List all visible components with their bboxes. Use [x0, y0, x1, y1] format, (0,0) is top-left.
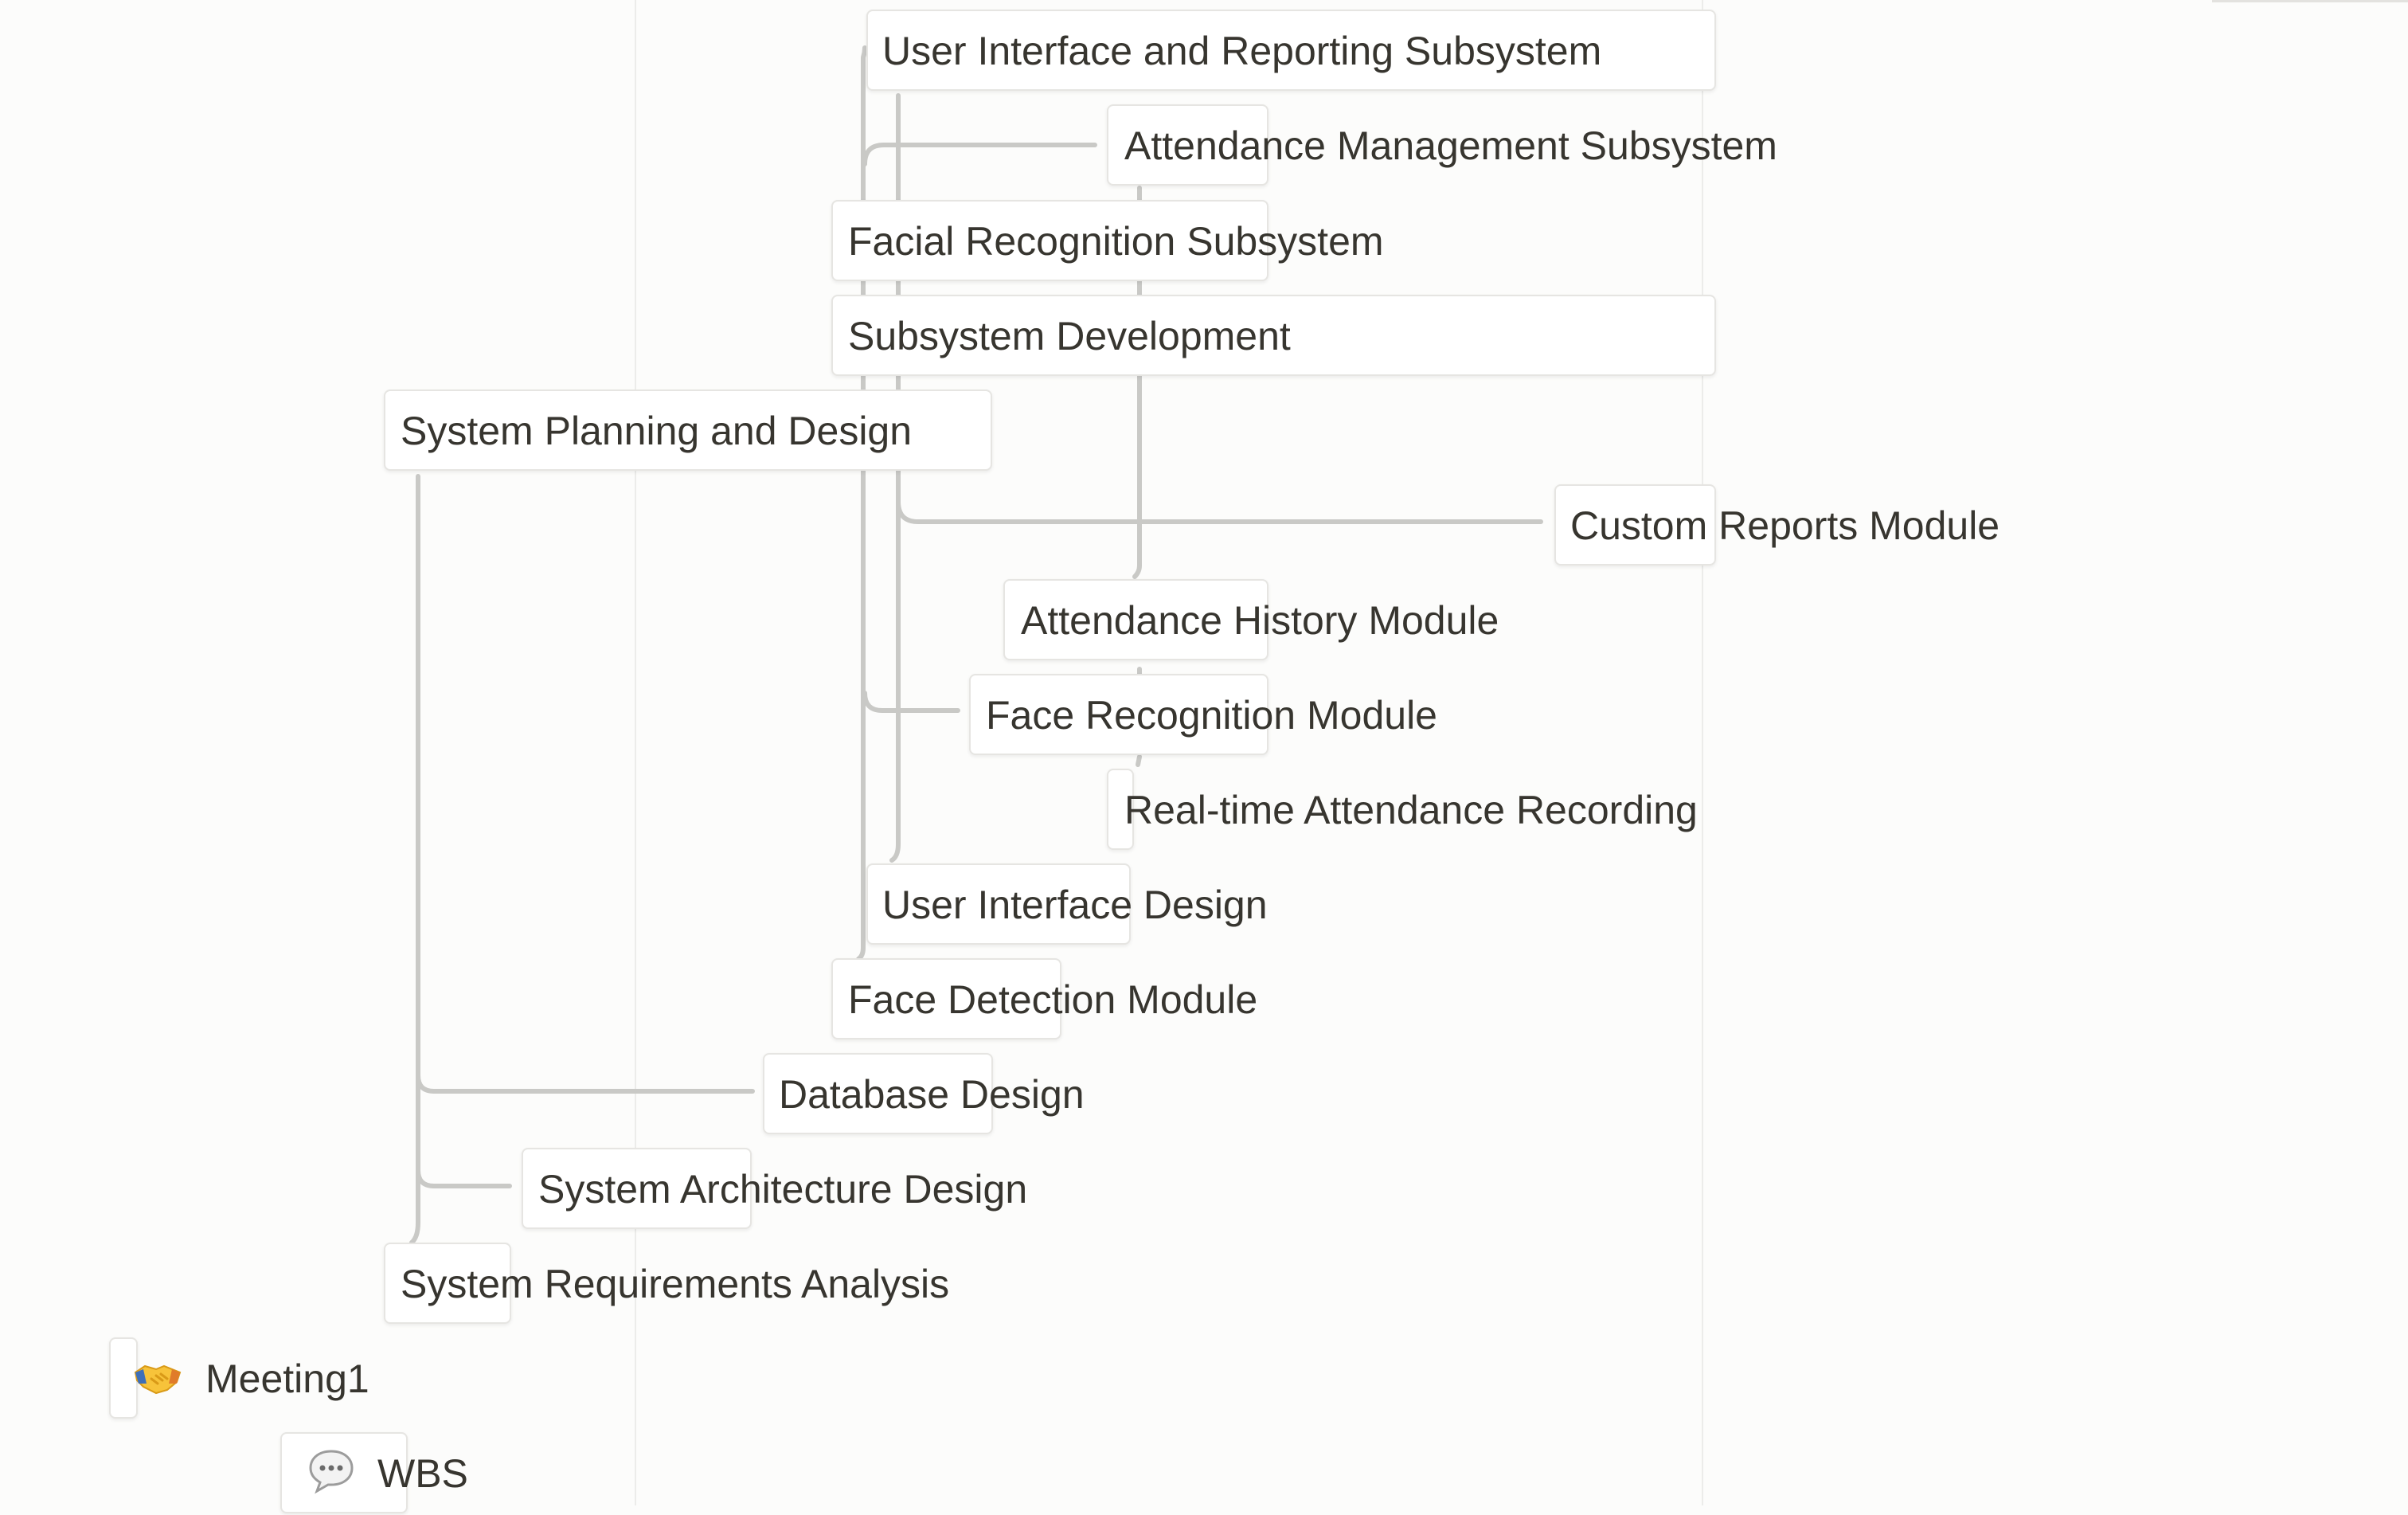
connector-line — [409, 474, 420, 1245]
connector-line — [862, 691, 960, 713]
node-attendance-management-subsystem[interactable]: Attendance Management Subsystem — [1124, 123, 1777, 168]
connector-line — [862, 143, 1097, 166]
handshake-icon — [134, 1364, 182, 1395]
node-box[interactable] — [831, 295, 1716, 376]
node-subsystem-development[interactable]: Subsystem Development — [848, 314, 1291, 358]
connector-line — [896, 499, 1543, 524]
column-divider — [1702, 0, 1703, 1505]
node-box[interactable] — [522, 1148, 752, 1229]
node-database-design[interactable]: Database Design — [779, 1072, 1085, 1117]
page-box[interactable] — [109, 1337, 138, 1419]
node-system-planning-and-design[interactable]: System Planning and Design — [401, 409, 913, 453]
node-box[interactable] — [969, 674, 1268, 755]
node-facial-recognition-subsystem[interactable]: Facial Recognition Subsystem — [848, 219, 1384, 264]
node-custom-reports-module[interactable]: Custom Reports Module — [1570, 503, 2000, 548]
node-face-detection-module[interactable]: Face Detection Module — [848, 977, 1258, 1022]
node-ui-reporting-subsystem[interactable]: User Interface and Reporting Subsystem — [882, 29, 1602, 73]
scroll-indicator — [2212, 0, 2408, 2]
node-face-recognition-module[interactable]: Face Recognition Module — [986, 693, 1437, 738]
node-box[interactable] — [763, 1053, 993, 1134]
connector-line — [1136, 754, 1142, 767]
node-box[interactable] — [866, 863, 1131, 945]
node-box[interactable] — [384, 1243, 511, 1324]
node-system-architecture-design[interactable]: System Architecture Design — [538, 1167, 1028, 1212]
connector-line — [416, 1168, 512, 1188]
node-box[interactable] — [831, 200, 1268, 281]
node-box[interactable] — [384, 390, 992, 471]
node-user-interface-design[interactable]: User Interface Design — [882, 883, 1268, 927]
node-box[interactable] — [1107, 104, 1268, 186]
node-attendance-history-module[interactable]: Attendance History Module — [1021, 598, 1499, 643]
node-box[interactable] — [1003, 579, 1268, 660]
speech-bubble-icon — [309, 1450, 354, 1494]
node-system-requirements-analysis[interactable]: System Requirements Analysis — [401, 1262, 950, 1306]
node-box[interactable] — [866, 10, 1716, 91]
node-box[interactable] — [1107, 769, 1134, 850]
connector-line — [416, 1073, 755, 1094]
column-divider — [635, 0, 636, 1505]
page-wbs[interactable]: WBS — [377, 1451, 468, 1496]
node-box[interactable] — [1554, 484, 1716, 566]
node-realtime-attendance-recording[interactable]: Real-time Attendance Recording — [1124, 788, 1698, 832]
connector-line — [856, 45, 867, 961]
page-meeting1[interactable]: Meeting1 — [205, 1356, 369, 1401]
node-box[interactable] — [831, 958, 1061, 1039]
